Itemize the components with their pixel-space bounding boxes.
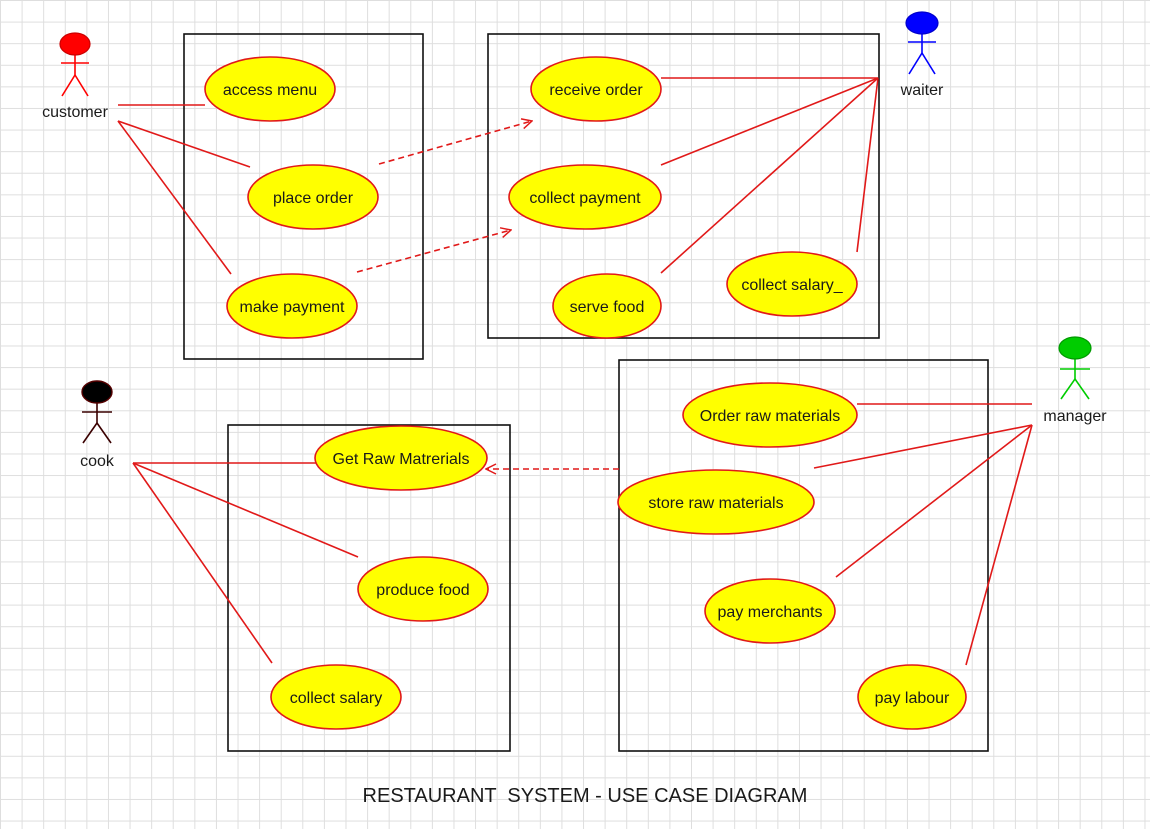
assoc-manager-pay-merchants bbox=[835, 424, 1033, 578]
actor-cook-head bbox=[81, 380, 113, 404]
usecase-pay-labour: pay labour bbox=[857, 664, 967, 730]
assoc-customer-place-order bbox=[117, 120, 251, 168]
usecase-access-menu: access menu bbox=[204, 56, 336, 122]
assoc-cook-produce-food bbox=[132, 462, 359, 558]
assoc-waiter-serve-food bbox=[660, 77, 879, 274]
assoc-cook-collect-salary bbox=[132, 462, 273, 664]
boundary-cook bbox=[227, 424, 511, 752]
dep-place-order-receive-order bbox=[378, 121, 532, 165]
usecase-collect-salary-waiter: collect salary_ bbox=[726, 251, 858, 317]
actor-customer-label: customer bbox=[42, 104, 108, 121]
usecase-access-menu-label: access menu bbox=[223, 82, 317, 99]
usecase-get-raw-materials: Get Raw Matrerials bbox=[314, 425, 488, 491]
actor-manager-head bbox=[1058, 336, 1092, 360]
usecase-collect-payment-label: collect payment bbox=[529, 190, 641, 207]
usecase-pay-merchants-label: pay merchants bbox=[718, 604, 823, 621]
usecase-make-payment: make payment bbox=[226, 273, 358, 339]
boundary-manager bbox=[618, 359, 989, 752]
usecase-order-raw-materials: Order raw materials bbox=[682, 382, 858, 448]
actor-manager: manager bbox=[1043, 336, 1107, 425]
usecase-produce-food: produce food bbox=[357, 556, 489, 622]
assoc-waiter-collect-payment bbox=[660, 77, 879, 166]
actor-waiter: waiter bbox=[900, 11, 944, 99]
usecase-get-raw-materials-label: Get Raw Matrerials bbox=[333, 451, 470, 468]
actor-customer: customer bbox=[42, 32, 109, 121]
actor-customer-head bbox=[59, 32, 91, 56]
usecase-make-payment-label: make payment bbox=[240, 299, 345, 316]
usecase-collect-salary-waiter-label: collect salary_ bbox=[741, 277, 843, 294]
usecase-produce-food-label: produce food bbox=[376, 582, 469, 599]
usecase-pay-merchants: pay merchants bbox=[704, 578, 836, 644]
usecase-order-raw-materials-label: Order raw materials bbox=[700, 408, 840, 425]
boundary-waiter bbox=[487, 33, 880, 339]
usecase-store-raw-materials: store raw materials bbox=[617, 469, 815, 535]
usecase-collect-salary-cook: collect salary bbox=[270, 664, 402, 730]
actor-cook: cook bbox=[80, 380, 115, 470]
assoc-manager-pay-labour bbox=[965, 424, 1033, 666]
usecase-place-order: place order bbox=[247, 164, 379, 230]
usecase-receive-order: receive order bbox=[530, 56, 662, 122]
usecase-collect-payment: collect payment bbox=[508, 164, 662, 230]
usecase-place-order-label: place order bbox=[273, 190, 354, 207]
actor-manager-label: manager bbox=[1043, 408, 1107, 425]
actor-waiter-label: waiter bbox=[900, 82, 944, 99]
dep-make-payment-collect-payment bbox=[356, 230, 511, 273]
usecase-store-raw-materials-label: store raw materials bbox=[648, 495, 783, 512]
usecase-serve-food-label: serve food bbox=[570, 299, 645, 316]
assoc-manager-store-raw-materials bbox=[813, 424, 1033, 469]
boundary-customer bbox=[183, 33, 424, 360]
usecase-serve-food: serve food bbox=[552, 273, 662, 339]
associations bbox=[117, 77, 1033, 666]
usecase-pay-labour-label: pay labour bbox=[875, 690, 950, 707]
usecase-collect-salary-cook-label: collect salary bbox=[290, 690, 382, 707]
dependencies bbox=[356, 121, 619, 469]
diagram-title: RESTAURANT SYSTEM - USE CASE DIAGRAM bbox=[363, 785, 808, 807]
assoc-customer-make-payment bbox=[117, 120, 232, 275]
actor-cook-label: cook bbox=[80, 453, 115, 470]
assoc-waiter-collect-salary bbox=[856, 77, 879, 253]
usecase-receive-order-label: receive order bbox=[549, 82, 643, 99]
actor-waiter-head bbox=[905, 11, 939, 35]
